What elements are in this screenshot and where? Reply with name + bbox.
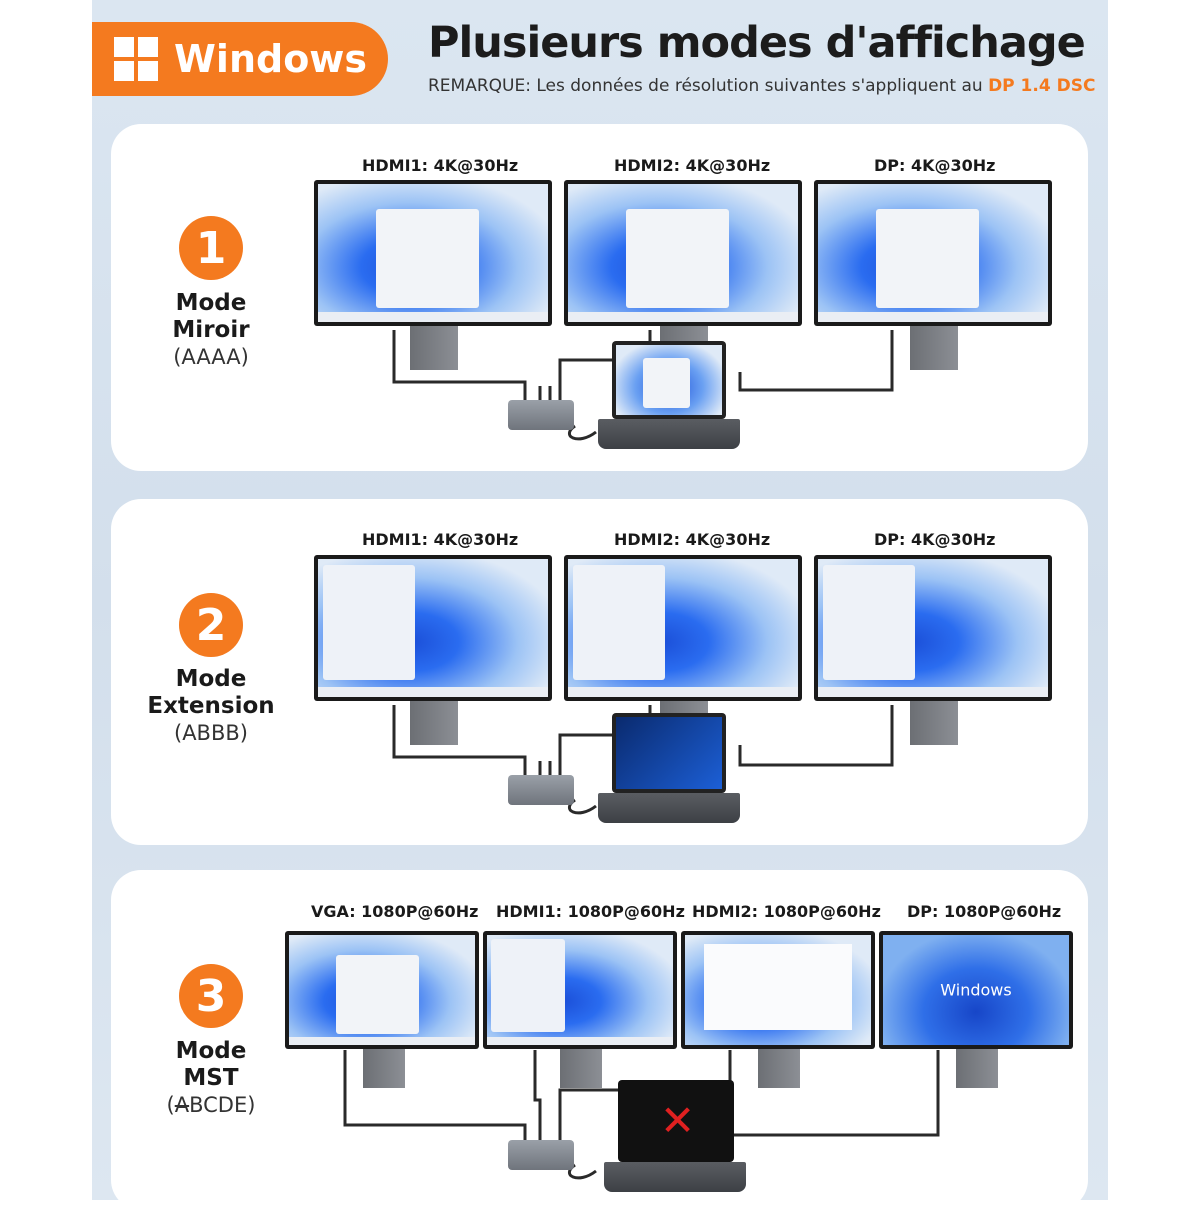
mode-number-badge: 2 — [179, 593, 243, 657]
monitor-dp — [814, 555, 1052, 701]
mode-label: Mode MST (ABCDE) — [130, 1038, 292, 1119]
laptop-base — [598, 419, 740, 449]
monitor-vga — [285, 931, 479, 1049]
port-label-dp: DP: 4K@30Hz — [874, 156, 996, 175]
mode-number-badge: 3 — [179, 964, 243, 1028]
laptop-screen — [612, 713, 726, 793]
docking-hub — [508, 1140, 574, 1170]
unsupported-cross-icon: ✕ — [660, 1096, 696, 1145]
mode-label-line2: Extension — [147, 693, 275, 719]
monitor-hdmi2 — [564, 180, 802, 326]
mode-label-line1: Mode — [175, 1038, 247, 1064]
mode-code: (ABCDE) — [130, 1092, 292, 1119]
monitor-stand — [910, 325, 958, 370]
monitor-screen — [568, 559, 798, 697]
mode-label-line1: Mode — [175, 666, 247, 692]
monitor-stand — [660, 700, 708, 716]
page-title: Plusieurs modes d'affichage — [428, 18, 1086, 68]
start-menu — [875, 208, 979, 309]
monitor-stand — [956, 1046, 998, 1088]
setup-dialog — [703, 943, 853, 1030]
taskbar — [318, 687, 548, 697]
laptop-display — [616, 345, 722, 415]
monitor-screen — [318, 559, 548, 697]
monitor-hdmi2 — [564, 555, 802, 701]
windows-badge-label: Windows — [174, 37, 368, 81]
monitor-screen: Windows — [883, 935, 1069, 1045]
monitor-stand — [560, 1046, 602, 1088]
mode-code-open: ( — [166, 1093, 175, 1117]
mode-code: (ABBB) — [174, 721, 248, 745]
port-label-hdmi1: HDMI1: 4K@30Hz — [362, 156, 519, 175]
monitor-stand — [363, 1046, 405, 1088]
monitor-stand — [910, 700, 958, 745]
widgets-panel — [572, 564, 665, 681]
monitor-screen — [818, 184, 1048, 322]
widgets-panel — [322, 564, 415, 681]
monitor-hdmi1 — [483, 931, 677, 1049]
port-label-dp: DP: 4K@30Hz — [874, 530, 996, 549]
widgets-panel — [490, 939, 566, 1032]
port-label-hdmi1: HDMI1: 1080P@60Hz — [496, 902, 685, 921]
remark-highlight: DP 1.4 DSC — [988, 76, 1096, 96]
monitor-screen — [568, 184, 798, 322]
laptop-base — [598, 793, 740, 823]
port-label-dp: DP: 1080P@60Hz — [907, 902, 1062, 921]
start-menu — [625, 208, 729, 309]
widgets-panel — [822, 564, 915, 681]
port-label-hdmi2: HDMI2: 1080P@60Hz — [692, 902, 881, 921]
monitor-hdmi2 — [681, 931, 875, 1049]
monitor-stand — [758, 1046, 800, 1088]
monitor-stand — [410, 700, 458, 745]
windows-badge: Windows — [92, 22, 388, 96]
mode-number-badge: 1 — [179, 216, 243, 280]
mode-label-line1: Mode — [175, 290, 247, 316]
docking-hub — [508, 775, 574, 805]
monitor-screen — [487, 935, 673, 1045]
taskbar — [289, 1037, 475, 1045]
taskbar — [568, 687, 798, 697]
monitor-screen — [685, 935, 871, 1045]
mode-label: Mode Extension (ABBB) — [130, 666, 292, 747]
resolution-remark: REMARQUE: Les données de résolution suiv… — [428, 76, 1095, 96]
port-label-hdmi1: HDMI1: 4K@30Hz — [362, 530, 519, 549]
start-menu — [642, 357, 691, 408]
mode-code-rest: BCDE) — [189, 1093, 256, 1117]
taskbar — [818, 687, 1048, 697]
mode-code-struck: A — [174, 1093, 190, 1117]
monitor-stand — [410, 325, 458, 370]
laptop-screen — [612, 341, 726, 419]
taskbar — [318, 312, 548, 322]
laptop-display — [616, 717, 722, 789]
docking-hub — [508, 400, 574, 430]
mode-code: (AAAA) — [173, 345, 249, 369]
mode-label-line2: MST — [183, 1065, 239, 1091]
windows-wallpaper-text: Windows — [940, 980, 1012, 1000]
windows-logo-icon — [114, 37, 158, 81]
monitor-hdmi1 — [314, 555, 552, 701]
mode-label: Mode Miroir (AAAA) — [130, 290, 292, 371]
monitor-screen — [818, 559, 1048, 697]
monitor-screen — [318, 184, 548, 322]
port-label-hdmi2: HDMI2: 4K@30Hz — [614, 156, 771, 175]
start-menu — [375, 208, 479, 309]
remark-text: REMARQUE: Les données de résolution suiv… — [428, 76, 989, 96]
monitor-dp — [814, 180, 1052, 326]
mode-label-line2: Miroir — [172, 317, 250, 343]
monitor-hdmi1 — [314, 180, 552, 326]
monitor-dp: Windows — [879, 931, 1073, 1049]
port-label-hdmi2: HDMI2: 4K@30Hz — [614, 530, 771, 549]
taskbar — [818, 312, 1048, 322]
laptop-base — [604, 1162, 746, 1192]
taskbar — [487, 1037, 673, 1045]
monitor-screen — [289, 935, 475, 1045]
start-menu — [335, 954, 420, 1034]
port-label-vga: VGA: 1080P@60Hz — [311, 902, 479, 921]
taskbar — [568, 312, 798, 322]
laptop-screen-off — [618, 1080, 734, 1162]
